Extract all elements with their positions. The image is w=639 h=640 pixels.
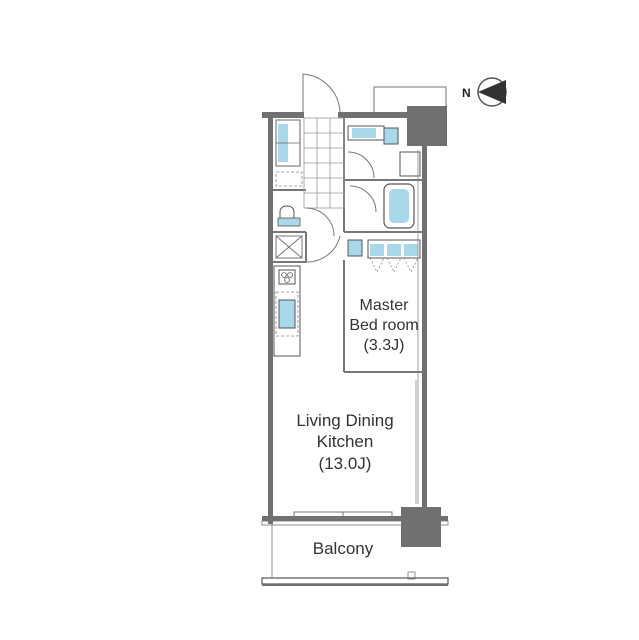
washbasin xyxy=(347,125,421,179)
kitchen-counter xyxy=(273,265,301,357)
toilet-fixture xyxy=(275,171,335,237)
bathtub xyxy=(349,183,415,229)
master-bedroom-size: (3.3J) xyxy=(364,337,405,354)
entrance-tiles xyxy=(303,117,345,209)
room-labels: Master Bed room (3.3J) Living Dining Kit… xyxy=(296,297,418,558)
utility-shaft xyxy=(275,235,303,259)
shoe-cabinet xyxy=(275,119,301,167)
ldk-size: (13.0J) xyxy=(319,454,372,473)
structural-column-bottom xyxy=(401,507,441,547)
window-right xyxy=(415,150,419,504)
master-bedroom-label-line1: Master xyxy=(360,297,410,314)
entrance-door xyxy=(302,73,341,115)
bedroom-closet xyxy=(347,239,421,273)
ldk-label-line2: Kitchen xyxy=(317,432,374,451)
balcony-label: Balcony xyxy=(313,539,374,558)
north-arrow-icon: N xyxy=(462,77,507,107)
compass-north-label: N xyxy=(462,86,471,100)
balcony-sliding-door xyxy=(293,511,393,519)
master-bedroom-label-line2: Bed room xyxy=(349,317,418,334)
balcony-area xyxy=(261,520,449,586)
hall-door xyxy=(305,235,341,263)
structural-column-top xyxy=(407,106,447,146)
ldk-label-line1: Living Dining xyxy=(296,411,393,430)
